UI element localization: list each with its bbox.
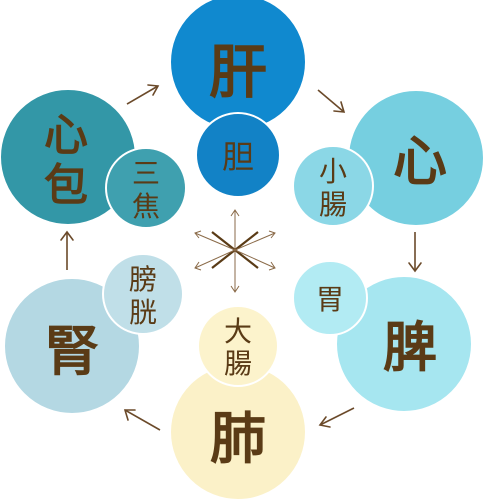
spleen-circle	[335, 275, 473, 413]
pericardium-group: 心 包 三 焦	[0, 88, 187, 229]
heart-group: 心 小 腸	[292, 89, 484, 227]
bladder-circle	[102, 253, 184, 335]
triple-burner-circle	[105, 147, 187, 229]
liver-label: 肝	[209, 38, 267, 106]
small-intestine-label-2: 腸	[319, 188, 347, 221]
spleen-group: 脾 胃	[292, 260, 473, 413]
triple-burner-label-1: 三	[132, 157, 160, 190]
arrow-spleen-to-lung	[318, 407, 355, 428]
lung-group: 肺 大 腸	[169, 305, 307, 501]
kidney-group: 腎 膀 胱	[3, 253, 184, 415]
arrow-liver-to-heart	[317, 89, 346, 113]
arrow-pericardium-to-liver	[126, 84, 160, 105]
pericardium-label-2: 包	[44, 160, 88, 211]
lung-label: 肺	[210, 406, 266, 472]
kidney-label: 腎	[45, 319, 99, 383]
pericardium-label-1: 心	[44, 110, 88, 161]
stomach-circle	[292, 260, 368, 336]
cycle-arrows	[60, 84, 422, 431]
bladder-label-1: 膀	[129, 263, 157, 296]
arrow-lung-to-kidney	[123, 409, 161, 431]
arrow-kidney-to-pericardium	[60, 230, 74, 270]
large-intestine-label-1: 大	[224, 315, 252, 348]
triple-burner-label-2: 焦	[132, 190, 160, 223]
kidney-circle	[3, 277, 141, 415]
center-star	[194, 209, 276, 293]
bladder-label-2: 胱	[129, 296, 157, 329]
gallbladder-label: 胆	[222, 138, 254, 176]
small-intestine-circle	[292, 145, 374, 227]
small-intestine-label-1: 小	[319, 155, 347, 188]
large-intestine-circle	[197, 305, 279, 387]
liver-group: 肝 胆	[169, 0, 307, 198]
gallbladder-circle	[195, 112, 281, 198]
large-intestine-label-2: 腸	[224, 347, 252, 380]
heart-label: 心	[393, 129, 447, 193]
spleen-label: 脾	[383, 315, 437, 379]
arrow-heart-to-spleen	[408, 232, 422, 273]
stomach-label: 胃	[316, 283, 344, 316]
